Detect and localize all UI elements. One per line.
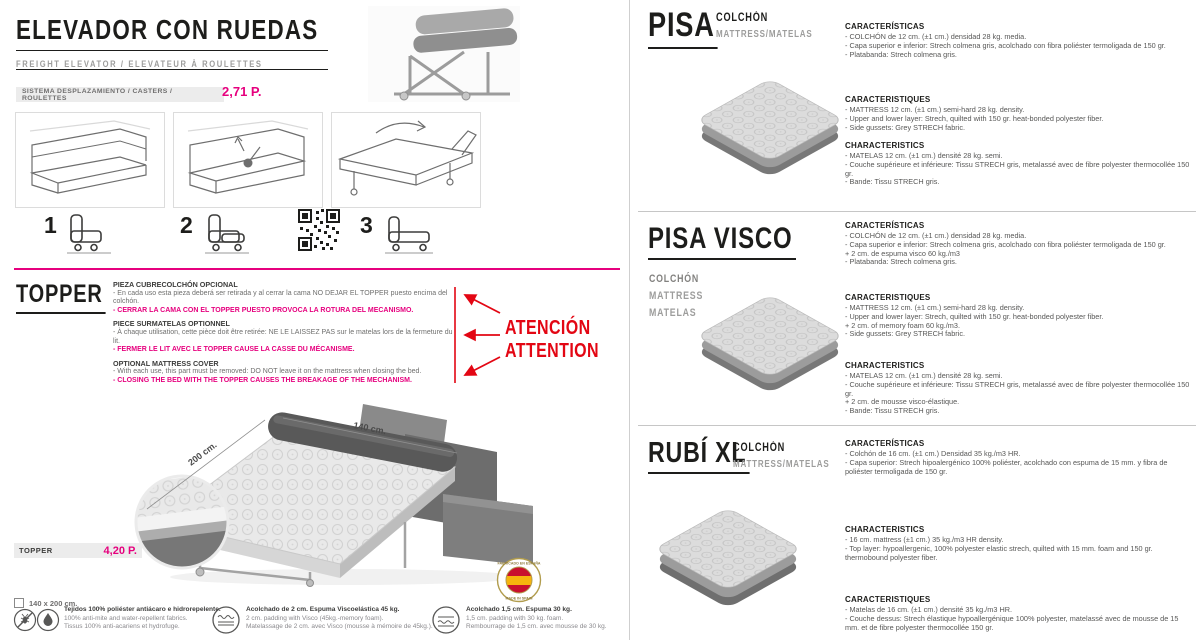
product-name-pisa: PISA xyxy=(648,6,718,49)
topper-price: 4,20 P. xyxy=(103,544,137,557)
topper-heading: TOPPER xyxy=(16,280,106,314)
size-checkbox[interactable] xyxy=(14,598,24,608)
water-repellent-icon xyxy=(36,608,60,632)
attention-label: ATENCIÓN ATTENTION xyxy=(505,317,599,363)
spec-price: 2,71 P. xyxy=(222,84,262,99)
product-sub-colchon: COLCHÓN xyxy=(733,442,786,454)
attention-line-en: ATTENTION xyxy=(505,340,599,362)
rubi-xl-block-fr: CARACTERISTIQUES - Matelas de 16 cm. (±1… xyxy=(845,595,1179,632)
product-divider-1 xyxy=(638,211,1196,212)
sofa-bed-photo: 200 cm. 140 cm. xyxy=(134,404,533,587)
badge-text-top: FABRICADO EN ESPAÑA xyxy=(497,561,540,566)
step-2-number: 2 xyxy=(180,212,193,238)
topper-warning-es: PIEZA CUBRECOLCHÓN OPCIONAL - En cada us… xyxy=(113,280,458,315)
qr-code xyxy=(298,209,340,251)
pisa-visco-block-es: CARACTERÍSTICAS - COLCHÓN de 12 cm. (±1 … xyxy=(845,221,1166,267)
section-divider xyxy=(14,268,620,270)
product-name-rubi-xl: RUBÍ XL xyxy=(648,437,750,474)
foam-padding-icon xyxy=(432,606,460,634)
warning-body: - With each use, this part must be remov… xyxy=(113,368,422,376)
step-1-sofa-icon xyxy=(67,214,111,254)
warning-title: PIECE SURMATELAS OPTIONNEL xyxy=(113,319,230,329)
topper-price-label: TOPPER xyxy=(19,546,53,555)
rubi-xl-block-es: CARACTERÍSTICAS - Colchón de 16 cm. (±1 … xyxy=(845,439,1168,476)
step-1-illustration xyxy=(15,112,165,208)
page-subtitle-text: FREIGHT ELEVATOR / ELEVATEUR À ROULETTES xyxy=(16,59,263,70)
step-1-number: 1 xyxy=(44,212,57,238)
step-3-number: 3 xyxy=(360,212,373,238)
size-option-row: 140 x 200 cm. xyxy=(14,598,77,608)
product-divider-2 xyxy=(638,425,1196,426)
topper-heading-text: TOPPER xyxy=(16,280,106,314)
left-page: ELEVADOR CON RUEDAS FREIGHT ELEVATOR / E… xyxy=(13,6,620,634)
step-3-sofa-icon xyxy=(385,216,433,254)
right-page: PISA COLCHÓN MATTRESS/MATELAS CARACTERÍS… xyxy=(630,0,1203,640)
rubi-xl-block-en: CHARACTERISTICS - 16 cm. mattress (±1 cm… xyxy=(845,525,1153,562)
footer-note-fabric: Tejidos 100% poliéster antiácaro e hidro… xyxy=(64,606,221,631)
made-in-spain-badge: FABRICADO EN ESPAÑA MADE IN SPAIN xyxy=(496,557,542,603)
attention-arrows xyxy=(454,287,501,383)
footer-note-foam: Acolchado 1,5 cm. Espuma 30 kg. 1,5 cm. … xyxy=(466,606,607,631)
badge-text-bottom: MADE IN SPAIN xyxy=(506,597,533,601)
topper-warning-fr: PIECE SURMATELAS OPTIONNEL - À chaque ut… xyxy=(113,320,458,354)
warning-alert: - FERMER LE LIT AVEC LE TOPPER CAUSE LA … xyxy=(113,346,355,354)
dimension-length: 200 cm. xyxy=(186,440,218,468)
pisa-visco-mattress-photo xyxy=(701,297,839,391)
spec-bar: SISTEMA DESPLAZAMIENTO / CASTERS / ROULE… xyxy=(16,87,224,102)
attention-line-es: ATENCIÓN xyxy=(505,317,591,339)
page-subtitle: FREIGHT ELEVATOR / ELEVATEUR À ROULETTES xyxy=(16,50,328,70)
warning-title: PIEZA CUBRECOLCHÓN OPCIONAL xyxy=(113,280,238,289)
product-sub-colchon: COLCHÓN xyxy=(716,12,769,24)
spain-flag xyxy=(506,567,532,593)
pisa-visco-block-en: CARACTERISTIQUES - MATTRESS 12 cm. (±1 c… xyxy=(845,293,1104,339)
anti-mite-icon xyxy=(13,608,37,632)
pisa-block-en: CARACTERISTIQUES - MATTRESS 12 cm. (±1 c… xyxy=(845,95,1104,132)
product-name-pisa-visco: PISA VISCO xyxy=(648,222,796,260)
pisa-block-fr: CHARACTERISTICS - MATELAS 12 cm. (±1 cm.… xyxy=(845,141,1190,187)
footer-note-visco: Acolchado de 2 cm. Espuma Viscoelástica … xyxy=(246,606,433,631)
warning-alert: - CLOSING THE BED WITH THE TOPPER CAUSES… xyxy=(113,376,412,384)
topper-warning-en: OPTIONAL MATTRESS COVER - With each use,… xyxy=(113,358,458,386)
page-divider xyxy=(629,0,630,640)
step-2-illustration xyxy=(173,112,323,208)
pisa-mattress-photo xyxy=(701,81,839,175)
step-3-illustration xyxy=(331,112,481,208)
product-sub-stack: COLCHÓN MATTRESS MATELAS xyxy=(649,273,704,319)
warning-body: - En cada uso esta pieza deberá ser reti… xyxy=(113,289,448,306)
product-sub-mattress: MATTRESS/MATELAS xyxy=(733,459,830,470)
warning-body: - À chaque utilisation, cette pièce doit… xyxy=(113,328,453,345)
step-2-sofa-icon xyxy=(205,214,249,254)
product-sub-mattress: MATTRESS/MATELAS xyxy=(716,29,813,40)
topper-warnings: PIEZA CUBRECOLCHÓN OPCIONAL - En cada us… xyxy=(113,280,458,391)
warning-alert: - CERRAR LA CAMA CON EL TOPPER PUESTO PR… xyxy=(113,306,414,314)
folded-mechanism-photo xyxy=(368,6,520,102)
warning-title: OPTIONAL MATTRESS COVER xyxy=(113,358,219,368)
size-option-label: 140 x 200 cm. xyxy=(29,598,78,608)
pisa-visco-block-fr: CHARACTERISTICS - MATELAS 12 cm. (±1 cm.… xyxy=(845,361,1190,416)
visco-padding-icon xyxy=(212,606,240,634)
topper-price-bar: TOPPER 4,20 P. xyxy=(14,543,142,558)
spec-bar-label: SISTEMA DESPLAZAMIENTO / CASTERS / ROULE… xyxy=(22,87,173,102)
pisa-block-es: CARACTERÍSTICAS - COLCHÓN de 12 cm. (±1 … xyxy=(845,22,1166,59)
page-title: ELEVADOR CON RUEDAS xyxy=(16,14,319,45)
anti-mite-and-water-icons xyxy=(13,608,60,632)
rubi-xl-mattress-photo xyxy=(659,510,797,606)
